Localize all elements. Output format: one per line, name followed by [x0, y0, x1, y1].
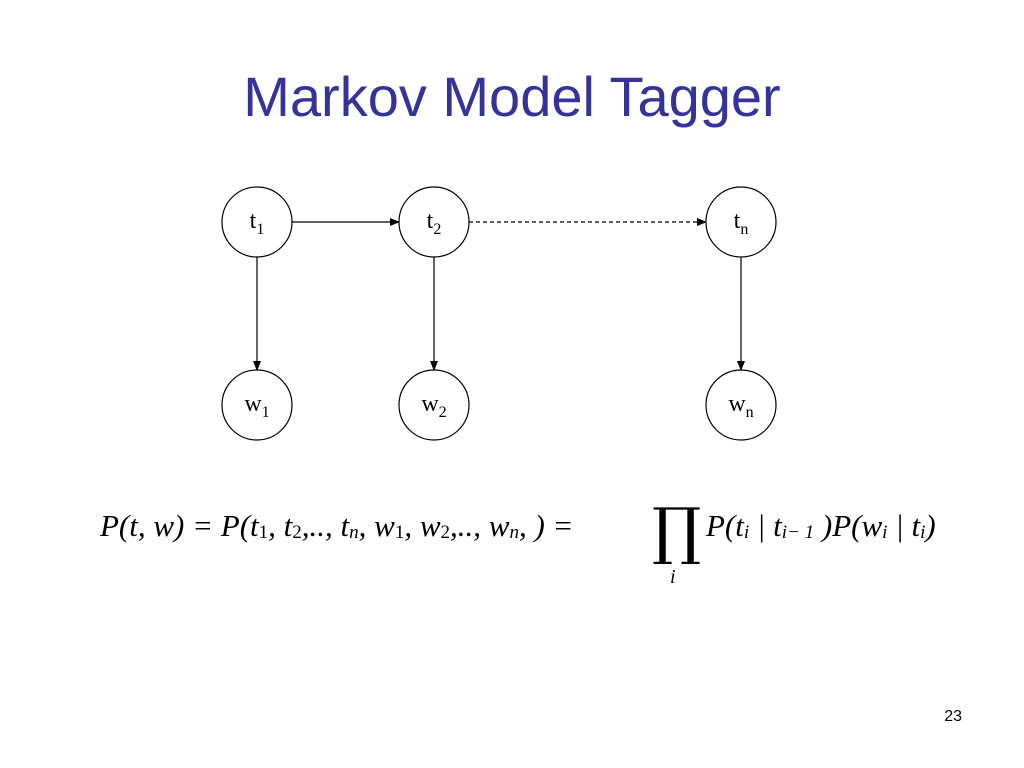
node-label-subscript: n	[746, 404, 754, 421]
product-terms: P(ti | ti− 1 )P(wi | ti)	[706, 506, 936, 551]
node-t2: t2	[398, 186, 470, 258]
node-label-subscript: 2	[433, 221, 441, 238]
node-circle	[705, 186, 777, 258]
formula-sub: 1	[394, 522, 405, 543]
formula-sub: 1	[258, 522, 269, 543]
formula-sub: − 1	[787, 522, 815, 543]
node-t1: t1	[221, 186, 293, 258]
formula-sub: 2	[292, 522, 302, 543]
node-label-base: t	[250, 208, 257, 234]
node-label-base: t	[734, 208, 741, 234]
formula-part: )P(w	[814, 508, 883, 543]
formula-part: ,.., w	[450, 508, 510, 543]
formula-sub: i	[920, 522, 926, 543]
node-label: w1	[244, 391, 269, 421]
slide-title: Markov Model Tagger	[243, 65, 781, 128]
formula-part: | t	[749, 508, 782, 543]
node-label-base: t	[427, 208, 434, 234]
formula-sub: 2	[440, 522, 451, 543]
node-tn: tn	[705, 186, 777, 258]
formula-sub: i	[743, 522, 750, 543]
formula-lhs-a: P(t, w) = P(t	[100, 508, 259, 543]
node-label: t2	[427, 208, 442, 238]
formula-sub: n	[509, 522, 519, 543]
formula-sub: i	[882, 522, 888, 543]
page-number: 23	[944, 708, 962, 725]
node-circle	[221, 369, 293, 441]
node-label-subscript: 1	[262, 404, 270, 421]
formula-part: P(t	[706, 508, 744, 543]
formula-part: , t	[268, 508, 293, 543]
edges-layer	[253, 218, 745, 371]
node-label: wn	[728, 391, 753, 421]
node-label-subscript: n	[740, 221, 748, 238]
node-label-base: w	[244, 391, 262, 417]
node-circle	[221, 186, 293, 258]
formula-sub: i	[781, 522, 788, 543]
formula-part: | t	[887, 508, 921, 543]
node-circle	[705, 369, 777, 441]
node-circle	[398, 369, 470, 441]
node-w1: w1	[221, 369, 293, 441]
node-circle	[398, 186, 470, 258]
node-label-base: w	[728, 391, 746, 417]
node-label-base: w	[421, 391, 439, 417]
node-label: w2	[421, 391, 446, 421]
node-w2: w2	[398, 369, 470, 441]
joint-probability-formula: P(t, w) = P(t1, t2,.., tn, w1, w2,.., wn…	[100, 506, 573, 551]
node-label: t1	[250, 208, 265, 238]
formula-part: , w	[358, 508, 395, 543]
node-label: tn	[734, 208, 749, 238]
formula-part: , w	[404, 508, 441, 543]
node-wn: wn	[705, 369, 777, 441]
product-symbol: ∏	[652, 494, 702, 567]
formula-part: ,.., t	[301, 508, 350, 543]
formula-part: , ) =	[518, 508, 574, 543]
formula-sub: n	[349, 522, 359, 543]
product-index: i	[670, 566, 676, 588]
formula-part: )	[925, 508, 936, 543]
node-label-subscript: 2	[439, 404, 447, 421]
node-label-subscript: 1	[256, 221, 264, 238]
